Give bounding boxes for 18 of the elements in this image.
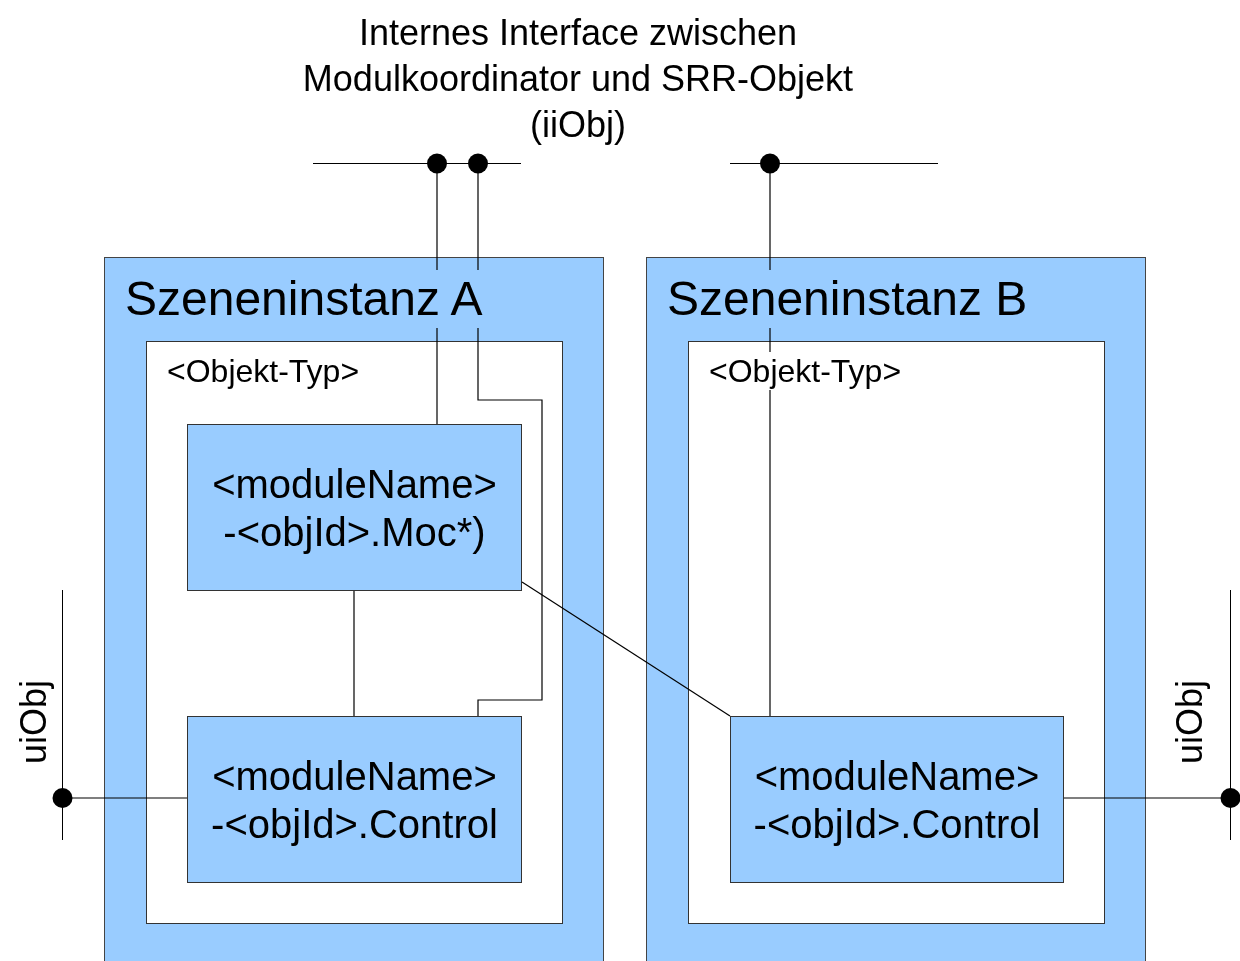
module-box [730, 716, 1064, 883]
interface-connector [427, 153, 447, 425]
module-box [187, 424, 522, 591]
instance-panel [104, 257, 604, 961]
connector-line [521, 581, 731, 717]
box-title: <Objekt-Typ> [709, 352, 902, 391]
interface-connector [1063, 788, 1240, 808]
interface-connector [52, 788, 188, 808]
interface-connector [760, 153, 780, 717]
connector-line [353, 590, 355, 717]
diagram-title: Internes Interface zwischen Modulkoordinator und SRR-Objekt (iiObj) [301, 11, 855, 147]
panel-title: Szeneninstanz A [125, 270, 483, 328]
instance-panel [646, 257, 1146, 961]
panel-title: Szeneninstanz B [667, 270, 1028, 328]
interface-connector [468, 153, 543, 717]
object-type-box [146, 341, 563, 924]
module-box [187, 716, 522, 883]
object-type-box [688, 341, 1105, 924]
